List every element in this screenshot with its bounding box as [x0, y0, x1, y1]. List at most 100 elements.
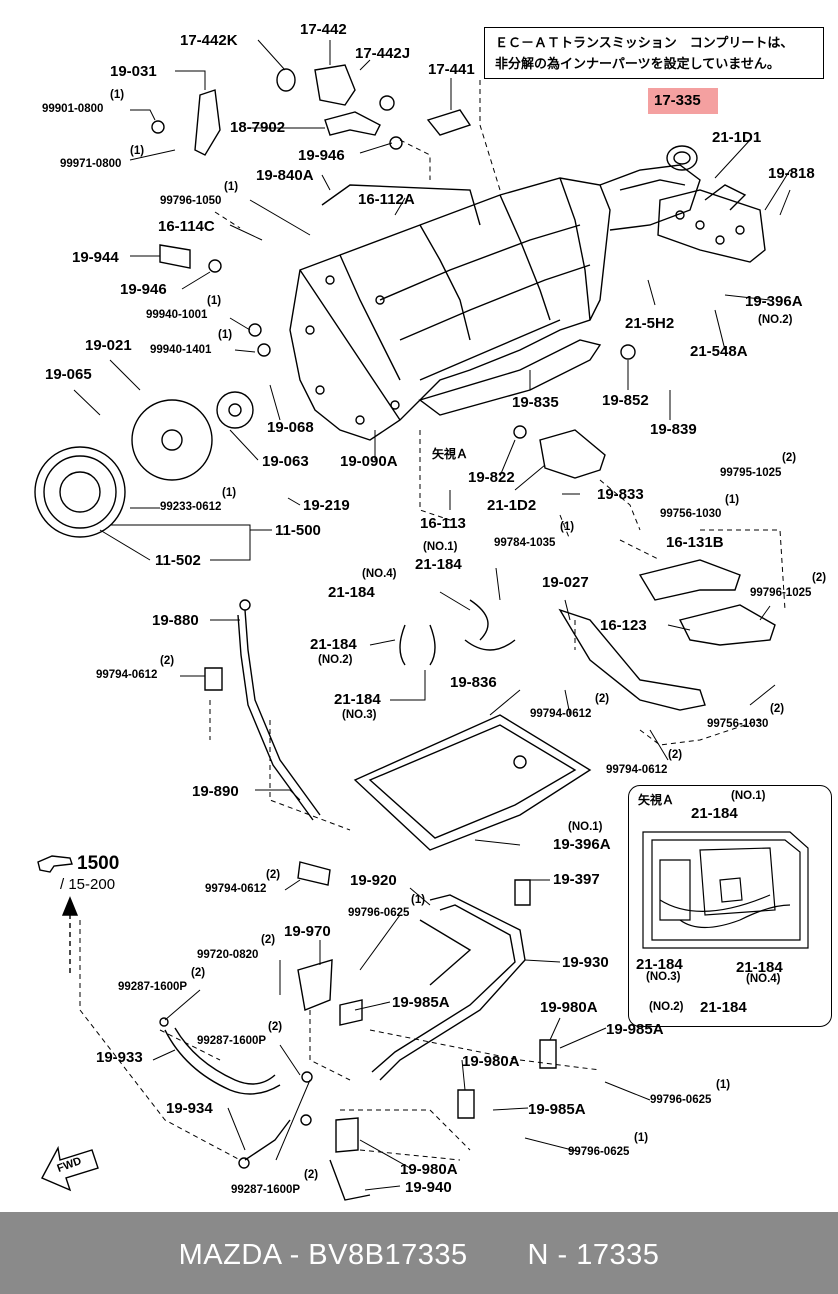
- part-number-label[interactable]: 99796-1050: [160, 195, 222, 207]
- highlighted-part-label[interactable]: 17-335: [654, 92, 701, 109]
- inset-label: (NO.4): [746, 973, 781, 985]
- part-label[interactable]: 21-548A: [690, 343, 748, 360]
- part-label[interactable]: 16-113: [420, 515, 466, 532]
- inset-label[interactable]: 21-184: [691, 805, 738, 822]
- part-label[interactable]: 19-836: [450, 674, 497, 691]
- part-number-label[interactable]: 99784-1035: [494, 537, 556, 549]
- part-label[interactable]: 19-985A: [528, 1101, 586, 1118]
- part-label[interactable]: 16-114C: [158, 218, 215, 235]
- footer-part-number: BV8B17335: [308, 1239, 468, 1271]
- part-label[interactable]: 19-880: [152, 612, 199, 629]
- part-number-label[interactable]: 99287-1600P: [118, 981, 188, 993]
- qty-label: (1): [634, 1132, 649, 1144]
- part-label[interactable]: 11-502: [155, 552, 201, 569]
- qty-label: (2): [268, 1021, 283, 1033]
- part-label[interactable]: 17-442: [300, 21, 347, 38]
- part-number-label[interactable]: 99901-0800: [42, 103, 104, 115]
- part-number-label[interactable]: 99940-1001: [146, 309, 208, 321]
- part-number-label[interactable]: 99287-1600P: [231, 1184, 301, 1196]
- hose-no-label: (NO.1): [568, 821, 603, 833]
- inset-label: (NO.2): [649, 1001, 684, 1013]
- part-label[interactable]: 19-063: [262, 453, 309, 470]
- part-label[interactable]: 21-184: [334, 691, 381, 708]
- part-label[interactable]: 19-985A: [606, 1021, 664, 1038]
- qty-label: (2): [812, 572, 827, 584]
- part-number-label[interactable]: 99940-1401: [150, 344, 212, 356]
- part-label[interactable]: 19-852: [602, 392, 649, 409]
- part-label[interactable]: 19-944: [72, 249, 119, 266]
- part-label[interactable]: 19-934: [166, 1100, 213, 1117]
- part-label[interactable]: 17-442K: [180, 32, 238, 49]
- part-label[interactable]: 19-818: [768, 165, 815, 182]
- part-label[interactable]: 21-184: [328, 584, 375, 601]
- part-number-label[interactable]: 99794-0612: [96, 669, 158, 681]
- diagram-drawing: [34, 39, 809, 1201]
- part-label[interactable]: 21-5H2: [625, 315, 675, 332]
- part-label[interactable]: 19-985A: [392, 994, 450, 1011]
- part-label[interactable]: 19-822: [468, 469, 515, 486]
- part-label[interactable]: 17-442J: [355, 45, 411, 62]
- part-label[interactable]: 19-933: [96, 1049, 143, 1066]
- part-number-label[interactable]: 99720-0820: [197, 949, 259, 961]
- part-label[interactable]: 16-112A: [358, 191, 415, 208]
- part-label[interactable]: 19-840A: [256, 167, 314, 184]
- part-label[interactable]: 19-021: [85, 337, 132, 354]
- part-number-label[interactable]: 99233-0612: [160, 501, 222, 513]
- reference-main[interactable]: 1500: [77, 853, 120, 874]
- part-number-label[interactable]: 99796-1025: [750, 587, 812, 599]
- part-label[interactable]: 19-946: [120, 281, 167, 298]
- part-label[interactable]: 11-500: [275, 522, 321, 539]
- part-label[interactable]: 18-7902: [230, 119, 286, 136]
- part-label[interactable]: 19-890: [192, 783, 239, 800]
- part-label[interactable]: 19-397: [553, 871, 600, 888]
- part-number-label[interactable]: 99971-0800: [60, 158, 122, 170]
- part-number-label[interactable]: 99794-0612: [530, 708, 592, 720]
- part-label[interactable]: 19-930: [562, 954, 609, 971]
- part-number-label[interactable]: 99796-0625: [650, 1094, 712, 1106]
- footer-bar: MAZDA - BV8B17335 N - 17335: [0, 1212, 838, 1294]
- part-label[interactable]: 21-1D1: [712, 129, 762, 146]
- highlight-box: [648, 88, 718, 114]
- part-label[interactable]: 19-970: [284, 923, 331, 940]
- inset-title: 矢視Ａ: [638, 793, 675, 807]
- part-label[interactable]: 19-940: [405, 1179, 452, 1196]
- inset-label[interactable]: 21-184: [736, 959, 783, 976]
- part-number-label[interactable]: 99794-0612: [606, 764, 668, 776]
- part-label[interactable]: 17-441: [428, 61, 475, 78]
- part-number-label[interactable]: 99287-1600P: [197, 1035, 267, 1047]
- qty-label: (2): [782, 452, 797, 464]
- part-number-label[interactable]: 99756-1030: [707, 718, 769, 730]
- part-label[interactable]: 19-946: [298, 147, 345, 164]
- part-label[interactable]: 19-980A: [400, 1161, 458, 1178]
- inset-label[interactable]: 21-184: [700, 999, 747, 1016]
- part-label[interactable]: 19-396A: [553, 836, 611, 853]
- part-label[interactable]: 19-065: [45, 366, 92, 383]
- part-label[interactable]: 19-090A: [340, 453, 398, 470]
- part-number-label[interactable]: 99795-1025: [720, 467, 782, 479]
- hose-no-label: (NO.1): [423, 541, 458, 553]
- part-label[interactable]: 19-219: [303, 497, 350, 514]
- part-label[interactable]: 21-1D2: [487, 497, 537, 514]
- part-number-label[interactable]: 99794-0612: [205, 883, 267, 895]
- part-label[interactable]: 19-068: [267, 419, 314, 436]
- part-label[interactable]: 16-131B: [666, 534, 724, 551]
- part-number-label[interactable]: 99796-0625: [568, 1146, 630, 1158]
- part-label[interactable]: 19-396A: [745, 293, 803, 310]
- part-label[interactable]: 19-980A: [540, 999, 598, 1016]
- part-label[interactable]: 19-920: [350, 872, 397, 889]
- part-label[interactable]: 21-184: [415, 556, 462, 573]
- part-number-label[interactable]: 99796-0625: [348, 907, 410, 919]
- part-label[interactable]: 16-123: [600, 617, 647, 634]
- part-label[interactable]: 19-833: [597, 486, 644, 503]
- qty-label: (2): [266, 869, 281, 881]
- part-label[interactable]: 19-980A: [462, 1053, 520, 1070]
- part-number-label[interactable]: 99756-1030: [660, 508, 722, 520]
- hose-no-label: (NO.3): [342, 709, 377, 721]
- part-label[interactable]: 19-031: [110, 63, 157, 80]
- part-label[interactable]: 19-839: [650, 421, 697, 438]
- part-label[interactable]: 19-027: [542, 574, 589, 591]
- part-label[interactable]: 19-835: [512, 394, 559, 411]
- inset-label[interactable]: 21-184: [636, 956, 683, 973]
- footer-caption: MAZDA - BV8B17335 N - 17335: [0, 1239, 838, 1272]
- part-label[interactable]: 21-184: [310, 636, 357, 653]
